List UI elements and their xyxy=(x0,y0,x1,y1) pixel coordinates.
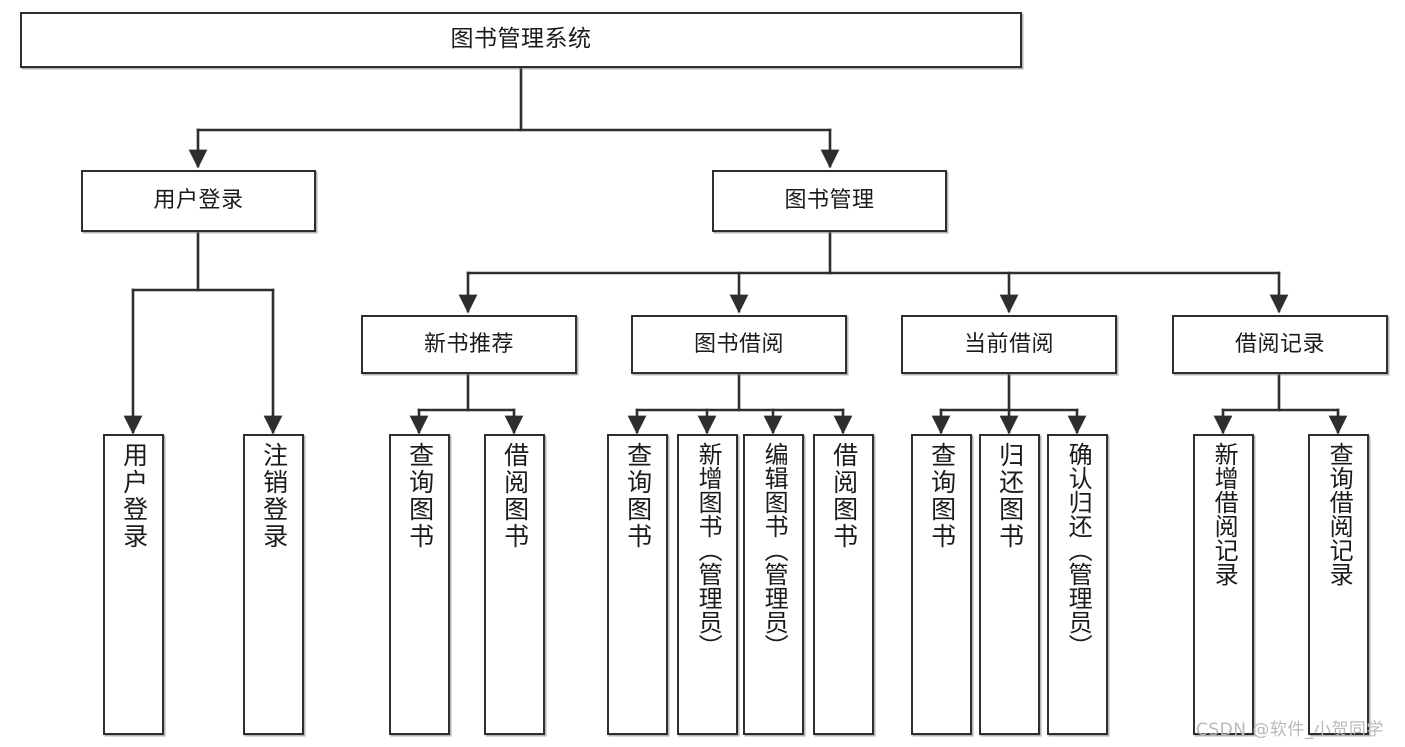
node-leaf-add-borrow-record[interactable]: 新增借阅记录 xyxy=(1193,434,1254,735)
node-label: 新增借阅记录 xyxy=(1210,442,1239,586)
node-root-book-management-system[interactable]: 图书管理系统 xyxy=(20,12,1022,68)
node-leaf-query-book-borrow[interactable]: 查询图书 xyxy=(607,434,668,735)
node-leaf-borrow-book[interactable]: 借阅图书 xyxy=(813,434,874,735)
node-label: 用户登录 xyxy=(153,188,244,214)
node-book-management[interactable]: 图书管理 xyxy=(712,170,947,232)
node-label: 借阅记录 xyxy=(1234,331,1325,357)
node-leaf-user-login[interactable]: 用户登录 xyxy=(103,434,164,735)
node-label: 查询借阅记录 xyxy=(1325,442,1354,586)
node-label: 归还图书 xyxy=(995,442,1025,550)
node-label: 用户登录 xyxy=(119,442,149,550)
node-label: 查询图书 xyxy=(927,442,957,550)
node-label: 编辑图书（管理员） xyxy=(760,442,789,658)
node-leaf-logout[interactable]: 注销登录 xyxy=(243,434,304,735)
node-user-login[interactable]: 用户登录 xyxy=(81,170,316,232)
node-leaf-edit-book-admin[interactable]: 编辑图书（管理员） xyxy=(743,434,804,735)
node-label: 图书管理系统 xyxy=(450,26,592,53)
node-label: 查询图书 xyxy=(623,442,653,550)
node-label: 查询图书 xyxy=(405,442,435,550)
node-current-borrow[interactable]: 当前借阅 xyxy=(901,315,1117,374)
node-label: 新书推荐 xyxy=(423,331,514,357)
node-label: 借阅图书 xyxy=(829,442,859,550)
node-label: 借阅图书 xyxy=(500,442,530,550)
node-borrow-record[interactable]: 借阅记录 xyxy=(1172,315,1388,374)
csdn-watermark: CSDN @软件_小贺同学 xyxy=(1196,720,1384,740)
node-leaf-query-book-current[interactable]: 查询图书 xyxy=(911,434,972,735)
node-label: 图书借阅 xyxy=(693,331,784,357)
node-leaf-query-book-new[interactable]: 查询图书 xyxy=(389,434,450,735)
node-leaf-return-book[interactable]: 归还图书 xyxy=(979,434,1040,735)
node-leaf-confirm-return-admin[interactable]: 确认归还（管理员） xyxy=(1047,434,1108,735)
node-leaf-borrow-book-new[interactable]: 借阅图书 xyxy=(484,434,545,735)
node-label: 当前借阅 xyxy=(963,331,1054,357)
node-label: 图书管理 xyxy=(784,188,875,214)
node-book-borrow[interactable]: 图书借阅 xyxy=(631,315,847,374)
node-leaf-query-borrow-record[interactable]: 查询借阅记录 xyxy=(1308,434,1369,735)
node-new-book-recommendation[interactable]: 新书推荐 xyxy=(361,315,577,374)
node-label: 新增图书（管理员） xyxy=(694,442,723,658)
node-label: 确认归还（管理员） xyxy=(1064,442,1093,658)
node-leaf-add-book-admin[interactable]: 新增图书（管理员） xyxy=(677,434,738,735)
node-label: 注销登录 xyxy=(259,442,289,550)
